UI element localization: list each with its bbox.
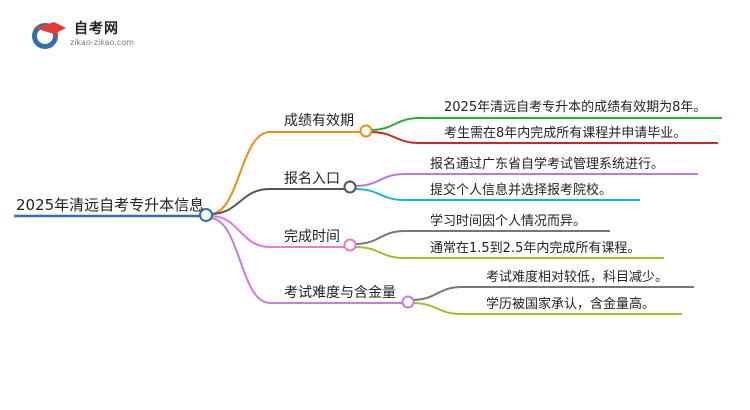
- branch-3-dot[interactable]: [343, 238, 357, 252]
- branch-4-dot[interactable]: [401, 295, 415, 309]
- leaf-1-2: 考生需在8年内完成所有课程并申请毕业。: [444, 125, 686, 141]
- connector-leaf-3-2: [354, 246, 664, 259]
- leaf-3-2: 通常在1.5到2.5年内完成所有课程。: [430, 240, 640, 256]
- connector-leaf-1-1: [369, 117, 722, 131]
- connector-leaf-2-2: [354, 188, 640, 201]
- leaf-3-1: 学习时间因个人情况而异。: [430, 213, 586, 229]
- leaf-1-1: 2025年清远自考专升本的成绩有效期为8年。: [444, 99, 706, 115]
- leaf-2-2: 提交个人信息并选择报考院校。: [430, 182, 612, 198]
- site-logo[interactable]: 自考网 zikao-zikao.com: [30, 18, 140, 52]
- logo-title: 自考网: [74, 21, 119, 37]
- branch-2-label: 报名入口: [284, 171, 340, 187]
- branch-4-label: 考试难度与含金量: [284, 285, 396, 301]
- leaf-4-1: 考试难度相对较低，科目减少。: [486, 269, 668, 285]
- root-label: 2025年清远自考专升本信息: [16, 196, 204, 214]
- branch-1-label: 成绩有效期: [284, 113, 354, 129]
- connector-leaf-4-1: [411, 286, 694, 301]
- connector-leaf-4-2: [411, 302, 682, 315]
- graduation-cap-icon: [32, 22, 66, 49]
- connector-leaf-3-1: [354, 230, 610, 245]
- branch-1-dot[interactable]: [359, 124, 373, 138]
- leaf-4-2: 学历被国家承认，含金量高。: [486, 296, 655, 312]
- leaf-2-1: 报名通过广东省自学考试管理系统进行。: [430, 156, 664, 172]
- branch-3-label: 完成时间: [284, 229, 340, 245]
- connector-branch-3: [209, 215, 350, 248]
- root-node-dot[interactable]: [199, 208, 213, 222]
- logo-subtitle: zikao-zikao.com: [70, 38, 134, 47]
- connector-leaf-1-2: [369, 131, 718, 144]
- connector-branch-2: [209, 188, 350, 215]
- connectors: [14, 117, 722, 315]
- connector-branch-1: [209, 131, 364, 215]
- branch-2-dot[interactable]: [343, 180, 357, 194]
- connector-branch-4: [209, 217, 406, 304]
- connector-leaf-2-1: [354, 173, 698, 187]
